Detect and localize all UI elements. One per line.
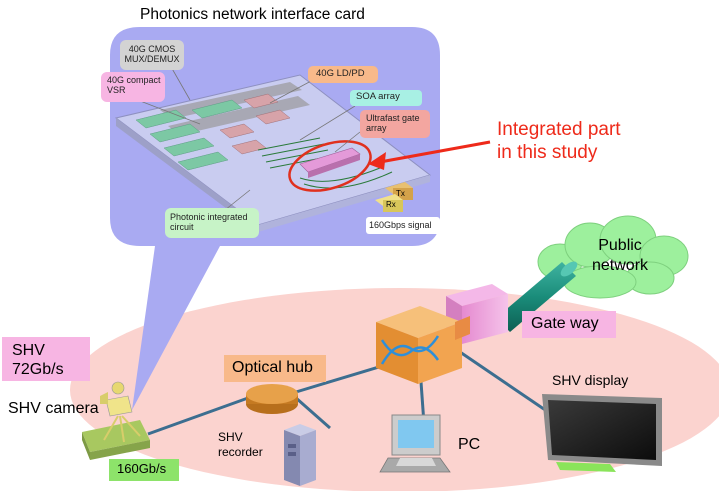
cmos-line1: 40G CMOS: [128, 44, 176, 54]
gate-array-label: Ultrafast gate array: [360, 110, 430, 138]
display-label: SHV display: [552, 372, 629, 388]
public-line2: network: [592, 257, 649, 274]
pc-device: [379, 414, 451, 473]
integrated-part-highlight: [288, 140, 372, 192]
cmos-label: 40G CMOS MUX/DEMUX: [120, 40, 184, 70]
soa-label: SOA array: [350, 90, 422, 106]
tx-rx-modules: [375, 182, 413, 212]
ld-pd-modules: [219, 93, 291, 155]
callout-arrow: [379, 140, 491, 164]
gate-array-line2: array: [366, 123, 387, 134]
gate-array-line1: Ultrafast gate: [366, 113, 420, 123]
gateway-label: Gate way: [522, 311, 616, 338]
cmos-modules: [135, 99, 243, 171]
ldpd-label: 40G LD/PD: [308, 66, 378, 83]
optical-hub-device: [246, 384, 298, 414]
tx-label: Tx: [396, 189, 405, 198]
vsr-label: 40G compact VSR: [101, 72, 165, 102]
cmos-line2: MUX/DEMUX: [124, 54, 180, 65]
pic-line1: Photonic integrated: [170, 212, 248, 222]
recorder-device: [284, 424, 316, 486]
public-network-label: Public network: [592, 236, 648, 276]
signal-label: 160Gbps signal: [366, 217, 440, 234]
shv-rate-line1: SHV: [12, 342, 45, 359]
pic-line2: circuit: [170, 222, 194, 233]
camera-device: [82, 381, 150, 460]
vsr-line1: 40G compact: [107, 75, 161, 85]
link-rate-label: 160Gb/s: [109, 459, 179, 481]
recorder-line2: recorder: [218, 445, 263, 459]
pc-label: PC: [458, 436, 481, 453]
callout-line2: in this study: [497, 142, 598, 163]
display-device: [542, 394, 662, 472]
shv-rate-line2: 72Gb/s: [12, 361, 64, 378]
public-line1: Public: [598, 237, 642, 254]
rx-label: Rx: [386, 200, 396, 209]
camera-label: SHV camera: [8, 400, 99, 417]
vsr-line2: VSR: [107, 85, 126, 96]
shv-rate-label: SHV 72Gb/s: [2, 337, 90, 381]
nic-card-title: Photonics network interface card: [140, 6, 365, 23]
switch-device: [376, 306, 462, 384]
pic-label: Photonic integrated circuit: [165, 208, 259, 238]
recorder-label: SHV recorder: [218, 430, 263, 460]
callout-line1: Integrated part: [497, 119, 621, 140]
callout-text: Integrated part in this study: [497, 118, 621, 164]
optical-hub-label: Optical hub: [224, 355, 326, 382]
recorder-line1: SHV: [218, 430, 243, 444]
network-pipe: [496, 262, 576, 332]
